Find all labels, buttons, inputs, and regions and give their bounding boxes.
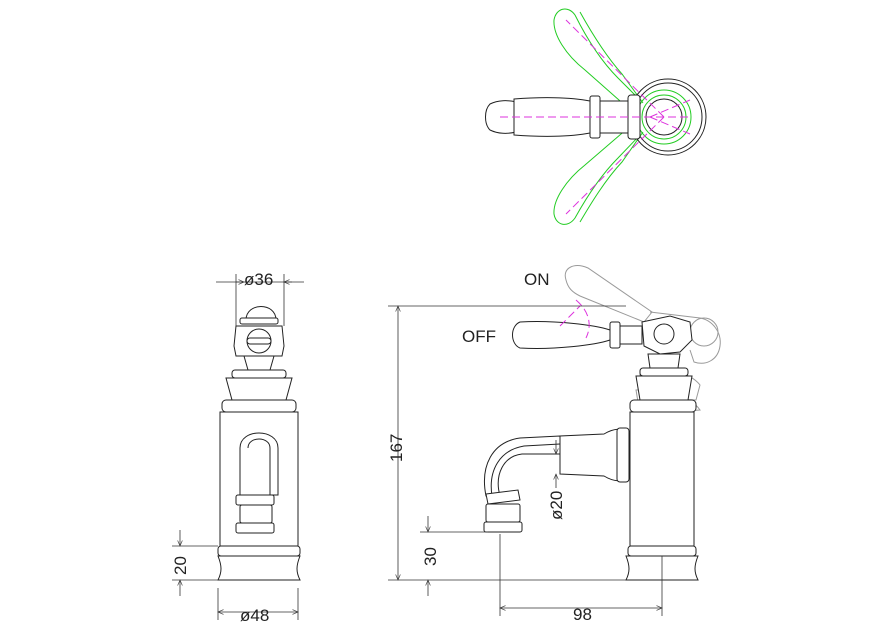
label-on: ON bbox=[524, 270, 550, 289]
top-view bbox=[485, 8, 707, 225]
dim-total-height: 167 bbox=[387, 434, 406, 462]
dim-body-diameter: ø36 bbox=[244, 270, 273, 289]
handle-rotation-upper bbox=[553, 8, 644, 109]
dim-base-height: 20 bbox=[171, 556, 190, 575]
dim-base-diameter: ø48 bbox=[240, 606, 269, 625]
dimensions bbox=[172, 274, 662, 620]
side-view bbox=[483, 265, 721, 581]
dim-spout-height: 30 bbox=[421, 547, 440, 566]
label-off: OFF bbox=[462, 327, 496, 346]
handle-rotation-lower bbox=[553, 127, 644, 225]
front-view bbox=[217, 306, 301, 581]
handle-off bbox=[512, 321, 643, 349]
dim-spout-diameter: ø20 bbox=[547, 491, 566, 520]
dim-spout-reach: 98 bbox=[573, 605, 592, 624]
spout bbox=[483, 427, 631, 533]
